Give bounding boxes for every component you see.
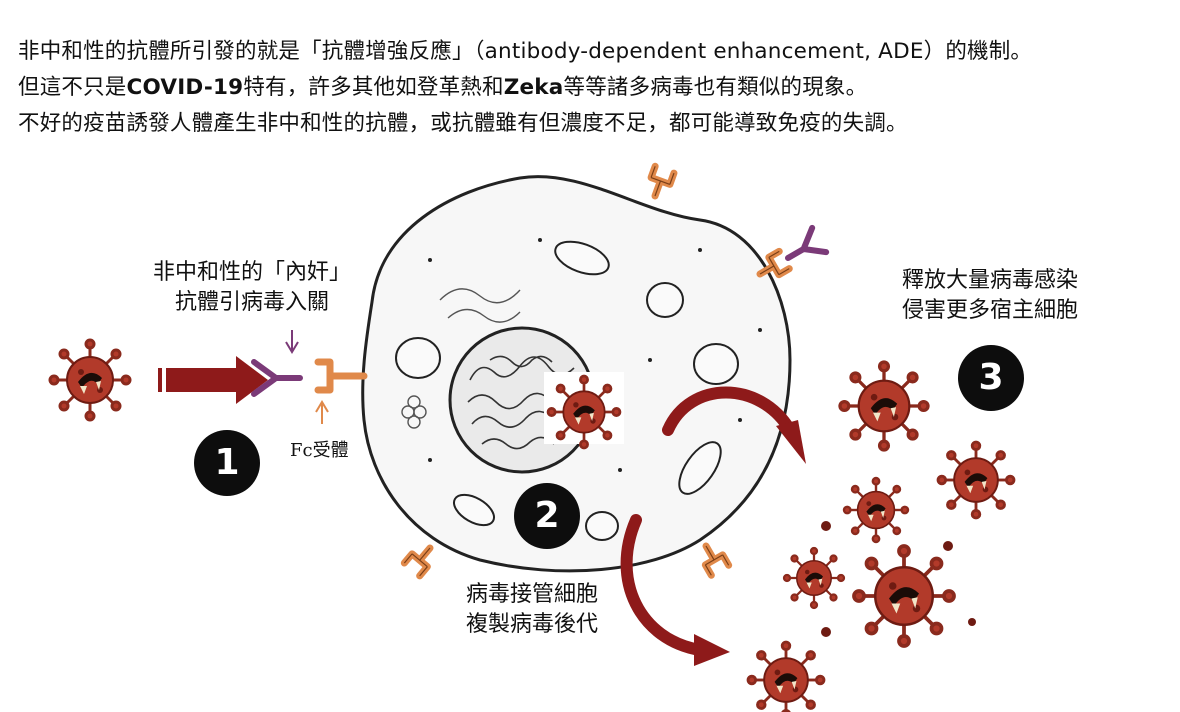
takeover-label: 病毒接管細胞 複製病毒後代 (442, 580, 622, 640)
intro-line-2-b: COVID-19 (126, 75, 244, 100)
intro-line-2-e: 等等諸多病毒也有類似的現象。 (563, 75, 868, 100)
release-label-line1: 釋放大量病毒感染 (901, 268, 1078, 293)
step-3-badge: 3 (958, 345, 1024, 411)
virus-released-4 (782, 546, 846, 610)
organelles (395, 240, 739, 541)
intro-line-3: 不好的疫苗誘發人體產生非中和性的抗體，或抗體雖有但濃度不足，都可能導致免疫的失調… (18, 111, 908, 136)
step-1-badge: 1 (194, 430, 260, 496)
virus-released-6 (746, 640, 826, 712)
antibody-pointer (285, 330, 299, 354)
virus-incoming (48, 338, 132, 422)
virus-released-1 (838, 360, 930, 452)
takeover-label-line1: 病毒接管細胞 (465, 582, 598, 607)
intro-text: 非中和性的抗體所引發的就是「抗體增強反應」（antibody-dependent… (18, 34, 1178, 142)
fc-receptor-bottom-left (404, 542, 437, 576)
release-label-line2: 侵害更多宿主細胞 (901, 298, 1078, 323)
release-label: 釋放大量病毒感染 侵害更多宿主細胞 (870, 266, 1110, 326)
intro-line-2: 但這不只是COVID-19特有，許多其他如登革熱和Zeka等等諸多病毒也有類似的… (18, 70, 1178, 106)
input-arrow-icon (158, 356, 268, 404)
virus-inside-cell (546, 374, 622, 450)
er-swirls (401, 288, 521, 429)
cell-dots (428, 238, 762, 472)
takeover-label-line2: 複製病毒後代 (465, 612, 598, 637)
antibody-label-line1: 非中和性的「內奸」 (152, 260, 351, 285)
fc-receptor-label: Fc受體 (290, 440, 349, 461)
intro-line-1: 非中和性的抗體所引發的就是「抗體增強反應」（antibody-dependent… (18, 39, 1033, 64)
intro-line-2-d: Zeka (503, 75, 564, 100)
virus-released-2 (936, 440, 1016, 520)
antibody-icon (251, 359, 303, 397)
fc-receptor-icon (314, 358, 368, 394)
antibody-label: 非中和性的「內奸」 抗體引病毒入關 (122, 258, 382, 318)
step-2-badge: 2 (514, 483, 580, 549)
fc-receptor-top (646, 166, 674, 199)
intro-line-2-c: 特有，許多其他如登革熱和 (243, 75, 504, 100)
receptor-pointer (315, 400, 329, 424)
antibody-right (781, 228, 826, 270)
antibody-label-line2: 抗體引病毒入關 (174, 290, 329, 315)
intro-line-2-a: 但這不只是 (18, 75, 127, 100)
curved-arrow-icon (620, 386, 806, 666)
virus-released-3 (842, 476, 910, 544)
virus-particles (821, 521, 976, 637)
virus-released-5 (852, 544, 956, 648)
fc-receptor-bottom-right (697, 541, 728, 575)
